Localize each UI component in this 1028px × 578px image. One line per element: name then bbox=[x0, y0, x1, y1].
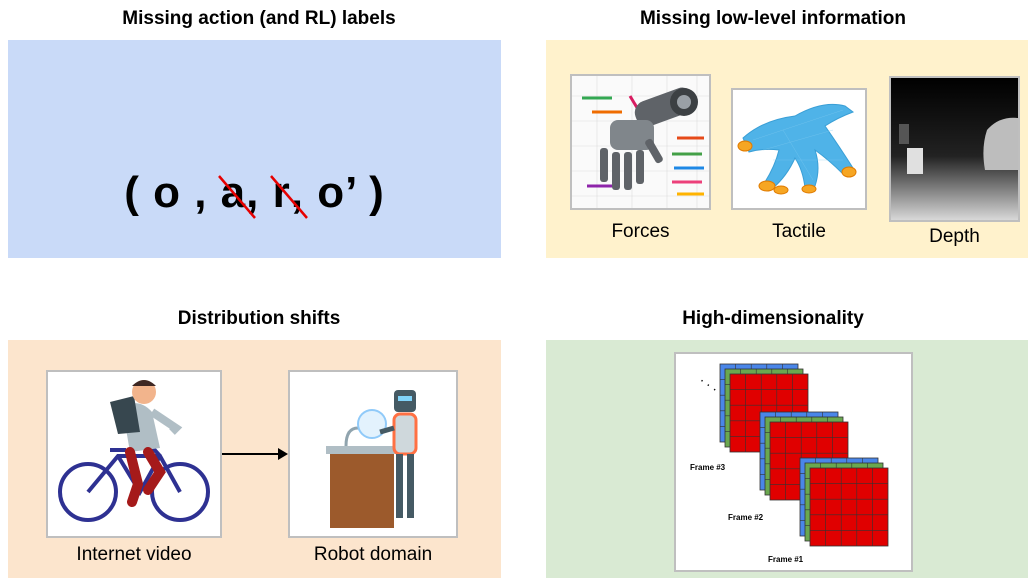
frame-stack-icon: . . . Frame #3 Frame #2 Frame #1 bbox=[676, 354, 911, 570]
tuple-part-comma: , bbox=[246, 168, 260, 217]
depth-map-icon bbox=[891, 78, 1018, 220]
frame-label-3: Frame #3 bbox=[690, 463, 726, 472]
title-distribution-shifts: Distribution shifts bbox=[177, 308, 341, 329]
title-high-dimensionality: High-dimensionality bbox=[682, 308, 864, 329]
caption-internet-video: Internet video bbox=[76, 544, 192, 565]
tuple-part-reward: r bbox=[269, 168, 308, 219]
frame-label-1: Frame #1 bbox=[768, 555, 804, 564]
frame-stack-image: . . . Frame #3 Frame #2 Frame #1 bbox=[674, 352, 913, 572]
tactile-image bbox=[731, 88, 867, 210]
frame-label-2: Frame #2 bbox=[728, 513, 764, 522]
robot-domain-image bbox=[288, 370, 458, 538]
tuple-part-o-prime: , o’ ) bbox=[290, 168, 385, 217]
caption-robot-domain: Robot domain bbox=[313, 544, 433, 565]
panel-missing-lowlevel: Forces Tactile bbox=[546, 40, 1028, 258]
depth-image bbox=[889, 76, 1020, 222]
arrow-icon bbox=[222, 448, 288, 460]
caption-tactile: Tactile bbox=[772, 221, 826, 242]
title-missing-lowlevel: Missing low-level information bbox=[639, 8, 907, 29]
panel-distribution-shifts: Internet video Robot domain bbox=[8, 340, 501, 578]
caption-depth: Depth bbox=[929, 226, 980, 247]
tactile-glove-icon bbox=[733, 90, 865, 208]
robot-dishwashing-icon bbox=[290, 372, 456, 536]
internet-video-image bbox=[46, 370, 222, 538]
transition-tuple: ( o , a , r , o’ ) bbox=[8, 168, 501, 219]
strike-mark-icon bbox=[217, 175, 256, 219]
tuple-part-action: a bbox=[217, 168, 256, 219]
title-missing-labels: Missing action (and RL) labels bbox=[122, 8, 396, 29]
forces-image bbox=[570, 74, 711, 210]
caption-forces: Forces bbox=[611, 221, 670, 242]
panel-high-dimensionality: . . . Frame #3 Frame #2 Frame #1 bbox=[546, 340, 1028, 578]
strike-mark-icon bbox=[269, 175, 308, 219]
robot-hand-force-icon bbox=[572, 76, 709, 208]
panel-missing-labels: ( o , a , r , o’ ) bbox=[8, 40, 501, 258]
frame-1-layer bbox=[809, 467, 889, 547]
cyclist-icon bbox=[48, 372, 220, 536]
tuple-part-o: ( o , bbox=[124, 168, 208, 217]
